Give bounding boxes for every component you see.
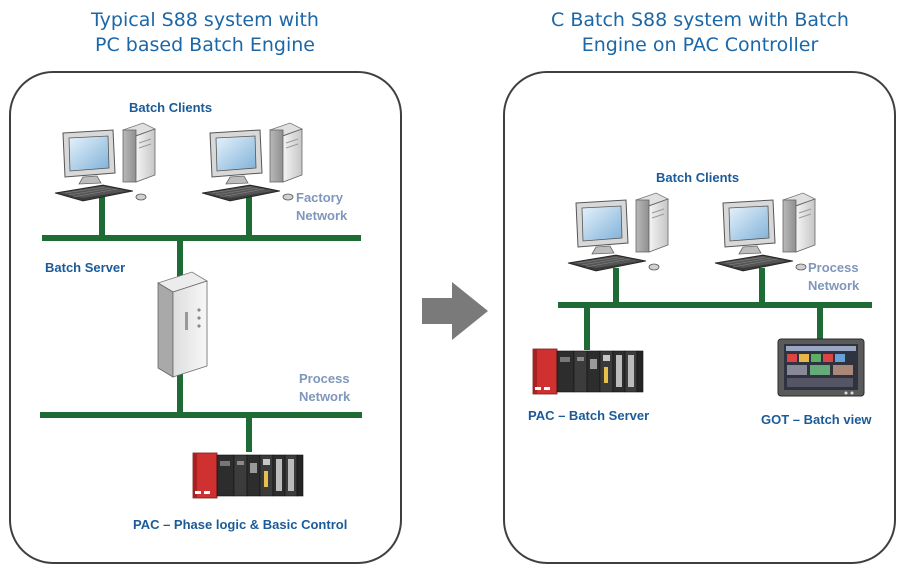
right-title-line2: Engine on PAC Controller [581, 34, 819, 56]
batch-server-icon [157, 271, 208, 378]
right-title-line1: C Batch S88 system with Batch [551, 9, 849, 31]
right-process-network-line [558, 268, 872, 350]
left-client-pc-1-icon [54, 122, 156, 202]
right-panel [503, 71, 896, 564]
right-client-pc-2-icon [714, 192, 816, 272]
left-pac-label: PAC – Phase logic & Basic Control [133, 517, 348, 532]
right-pac-rack-icon [532, 348, 644, 395]
left-title: Typical S88 system with PC based Batch E… [10, 8, 400, 58]
right-pac-label: PAC – Batch Server [528, 408, 650, 423]
left-title-line1: Typical S88 system with [91, 9, 319, 31]
right-client-pc-1-icon [567, 192, 669, 272]
right-title: C Batch S88 system with Batch Engine on … [505, 8, 895, 58]
got-label: GOT – Batch view [761, 412, 872, 427]
right-process-network-line1: Process [808, 260, 859, 275]
left-process-network-line2: Network [299, 389, 351, 404]
left-client-pc-2-icon [201, 122, 303, 202]
right-process-network-label: Process Network [808, 259, 859, 295]
got-hmi-panel-icon [777, 338, 865, 397]
right-batch-clients-label: Batch Clients [656, 170, 740, 185]
left-title-line2: PC based Batch Engine [95, 34, 315, 56]
left-batch-clients-label: Batch Clients [129, 100, 213, 115]
right-arrow-icon [422, 282, 488, 340]
batch-server-label: Batch Server [45, 260, 126, 275]
factory-network-line2: Network [296, 208, 348, 223]
factory-network-line [42, 190, 361, 282]
left-process-network-label: Process Network [299, 370, 350, 406]
left-process-network-line1: Process [299, 371, 350, 386]
right-process-network-line2: Network [808, 278, 860, 293]
left-pac-rack-icon [192, 452, 304, 499]
factory-network-line1: Factory [296, 190, 343, 205]
factory-network-label: Factory Network [296, 189, 347, 225]
